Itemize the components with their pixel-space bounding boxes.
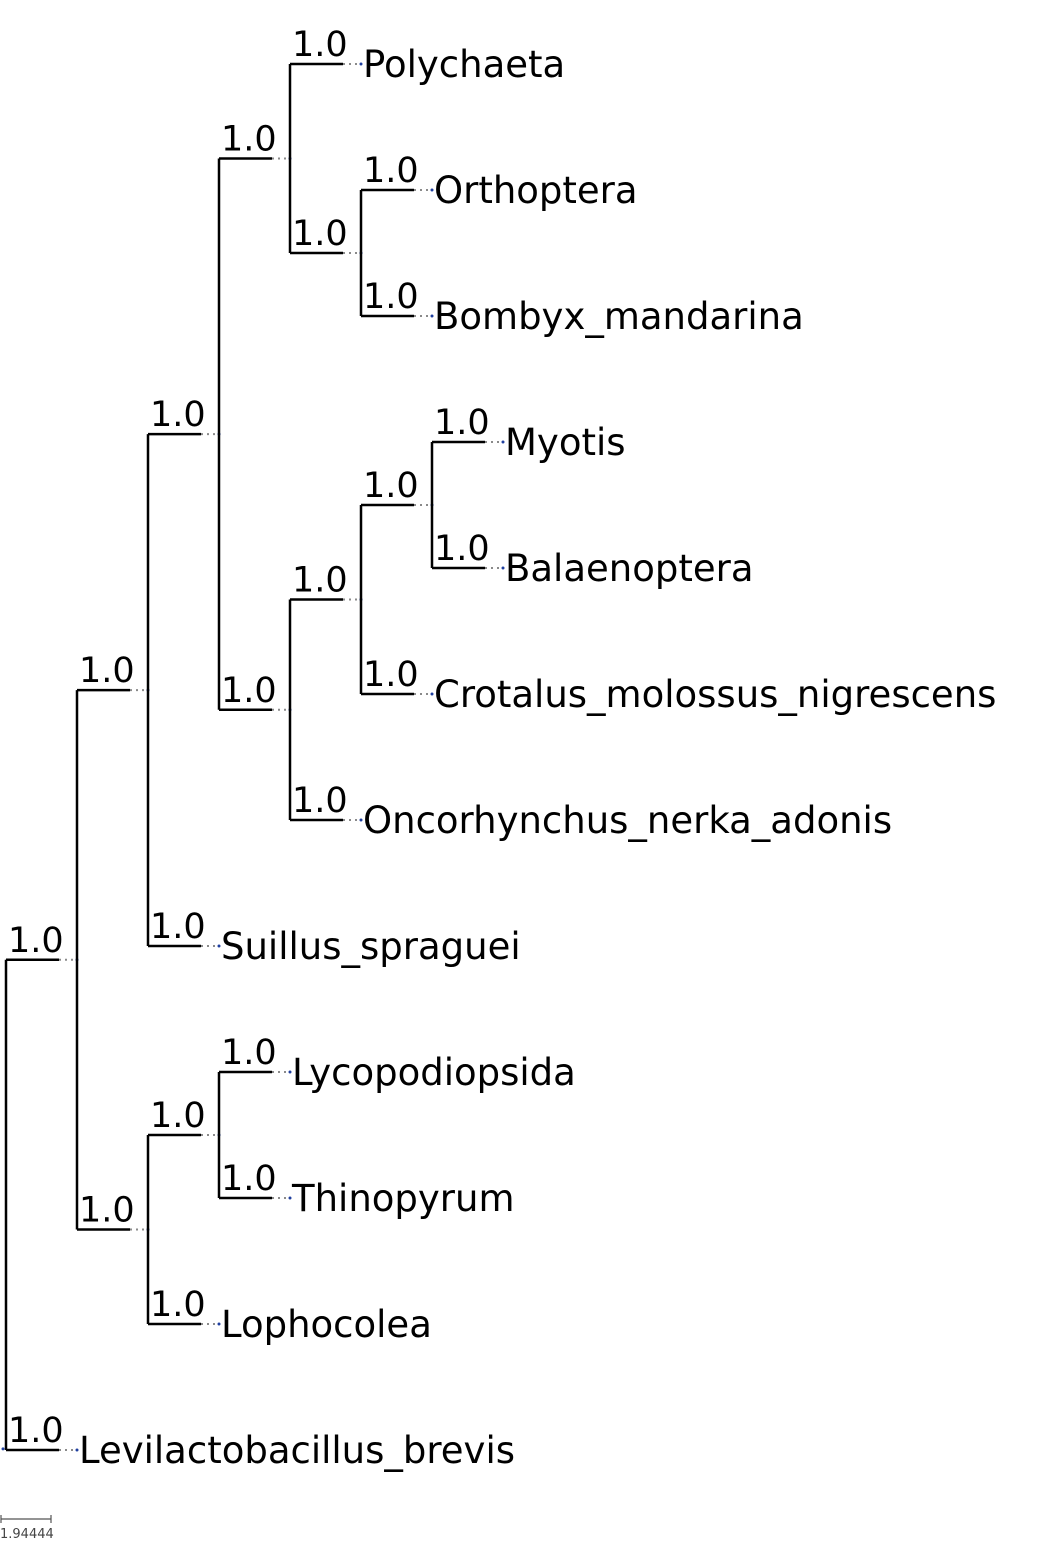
node-dot (75, 1448, 79, 1452)
node-dot (501, 440, 505, 444)
leaf-label: Lycopodiopsida (292, 1051, 576, 1094)
support-value: 1.0 (292, 561, 348, 601)
support-value: 1.0 (150, 1096, 206, 1136)
leaf-label: Lophocolea (221, 1303, 432, 1346)
leaf-label: Myotis (505, 421, 626, 464)
node-dot (288, 1070, 292, 1074)
support-value: 1.0 (79, 651, 135, 691)
support-value: 1.0 (434, 403, 490, 443)
support-value: 1.0 (8, 921, 64, 961)
support-value: 1.0 (221, 671, 277, 711)
support-value: 1.0 (434, 529, 490, 569)
support-value: 1.0 (363, 466, 419, 506)
scale-label: 1.94444 (0, 1527, 54, 1542)
support-value: 1.0 (363, 151, 419, 191)
support-value: 1.0 (292, 214, 348, 254)
node-dot (430, 314, 434, 318)
node-dot (501, 566, 505, 570)
node-dot (430, 188, 434, 192)
node-dot (359, 818, 363, 822)
leaf-label: Levilactobacillus_brevis (79, 1429, 515, 1472)
leaf-label: Oncorhynchus_nerka_adonis (363, 799, 892, 842)
node-dot (430, 692, 434, 696)
support-value: 1.0 (79, 1191, 135, 1231)
root-dot (1, 1447, 5, 1451)
scale-legend: 1.94444 (0, 1515, 54, 1542)
support-value: 1.0 (292, 25, 348, 65)
leaf-label: Suillus_spraguei (221, 925, 521, 968)
node-dot (217, 944, 221, 948)
support-value: 1.0 (363, 655, 419, 695)
support-value: 1.0 (150, 1285, 206, 1325)
node-dot (359, 62, 363, 66)
support-value: 1.0 (150, 907, 206, 947)
support-value: 1.0 (221, 1033, 277, 1073)
node-dot (288, 1196, 292, 1200)
support-value: 1.0 (8, 1411, 64, 1451)
leaf-label: Orthoptera (434, 169, 638, 212)
leaf-label: Balaenoptera (505, 547, 754, 590)
support-value: 1.0 (150, 395, 206, 435)
leaf-label: Polychaeta (363, 43, 565, 86)
leaf-label: Thinopyrum (291, 1177, 515, 1220)
leaf-label: Crotalus_molossus_nigrescens (434, 673, 996, 716)
support-value: 1.0 (363, 277, 419, 317)
node-dot (217, 1322, 221, 1326)
support-value: 1.0 (292, 781, 348, 821)
leaf-label: Bombyx_mandarina (434, 295, 804, 338)
support-value: 1.0 (221, 1159, 277, 1199)
support-value: 1.0 (221, 120, 277, 160)
